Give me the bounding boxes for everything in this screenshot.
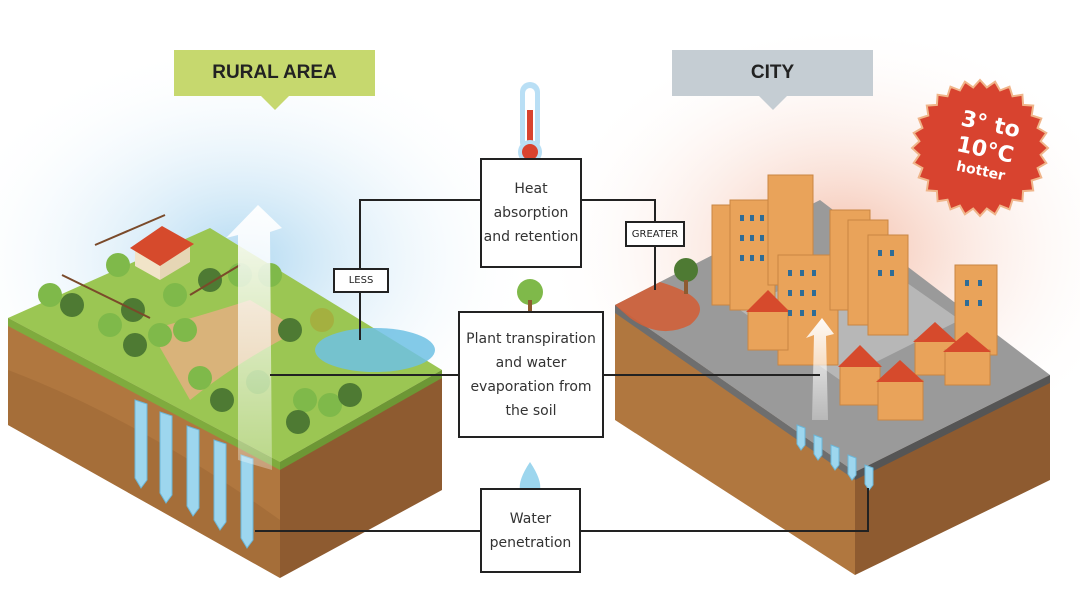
- heat-absorption-text: Heat absorption and retention: [483, 181, 579, 245]
- plant-transpiration-box: Plant transpiration and water evaporatio…: [458, 311, 604, 438]
- evaporation-arrow: [226, 205, 282, 470]
- city-evaporation-arrow: [806, 318, 834, 420]
- badge-starburst: [910, 78, 1050, 218]
- heat-absorption-box: Heat absorption and retention: [480, 158, 582, 268]
- thermometer-icon: [518, 82, 542, 164]
- tree-icon: [517, 279, 543, 312]
- city-block: [615, 174, 1050, 575]
- water-drop-icon: [519, 462, 541, 496]
- less-tag: LESS: [333, 268, 389, 293]
- rural-area-label: RURAL AREA: [174, 50, 375, 110]
- greater-tag: GREATER: [625, 221, 685, 247]
- plant-transpiration-text: Plant transpiration and water evaporatio…: [466, 330, 596, 419]
- city-label: CITY: [672, 50, 873, 110]
- hotter-badge: [910, 78, 1050, 218]
- water-penetration-text: Water penetration: [489, 510, 572, 551]
- water-penetration-box: Water penetration: [480, 488, 581, 573]
- rural-block: [8, 205, 442, 578]
- connector-lines: [255, 199, 869, 532]
